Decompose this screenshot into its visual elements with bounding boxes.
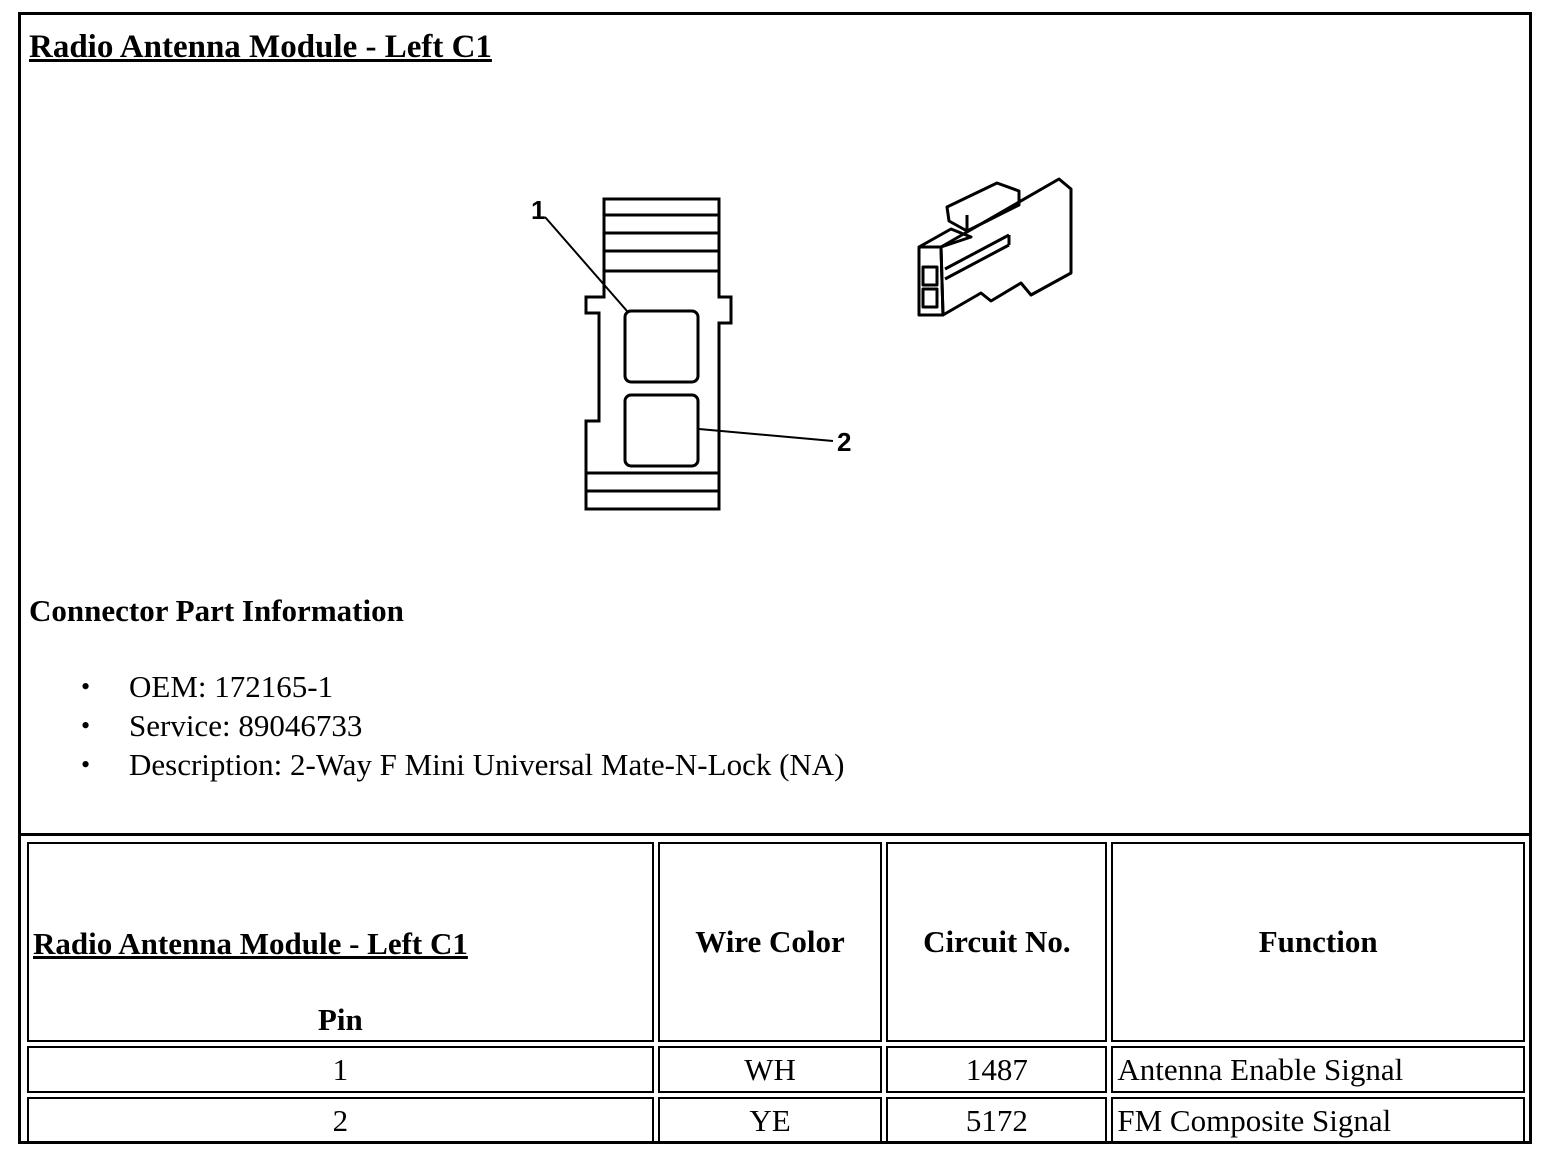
document-page: Radio Antenna Module - Left C1 (18, 12, 1532, 1144)
table-row: 2 YE 5172 FM Composite Signal (27, 1097, 1525, 1144)
circuit-no-cell: 5172 (886, 1097, 1108, 1144)
function-cell: Antenna Enable Signal (1111, 1046, 1525, 1093)
wire-color-cell: WH (657, 1046, 883, 1093)
function-cell: FM Composite Signal (1111, 1097, 1525, 1144)
oem-part-number: OEM: 172165-1 (81, 667, 845, 706)
connector-diagram: 1 2 (491, 155, 1091, 545)
wire-color-column-header: Wire Color (657, 842, 883, 1042)
callout-leaders (544, 216, 834, 442)
callout-1: 1 (531, 195, 545, 225)
table-row: 1 WH 1487 Antenna Enable Signal (27, 1046, 1525, 1093)
connector-info-section: Radio Antenna Module - Left C1 (21, 15, 1529, 836)
connector-front-view-icon (584, 197, 733, 511)
pin-out-table: Radio Antenna Module - Left C1 Pin Wire … (23, 838, 1529, 1148)
wire-color-cell: YE (657, 1097, 883, 1144)
pin-header-label: Pin (317, 1002, 363, 1037)
function-column-header: Function (1111, 842, 1525, 1042)
circuit-no-column-header: Circuit No. (886, 842, 1108, 1042)
connector-isometric-icon (917, 177, 1073, 317)
service-part-number: Service: 89046733 (81, 706, 845, 745)
pin-column-header: Radio Antenna Module - Left C1 Pin (27, 842, 654, 1042)
circuit-no-cell: 1487 (886, 1046, 1108, 1093)
callout-2: 2 (837, 427, 851, 457)
connector-part-info-list: OEM: 172165-1 Service: 89046733 Descript… (81, 667, 845, 784)
pin-cell: 1 (27, 1046, 654, 1093)
connector-part-info-heading: Connector Part Information (29, 593, 404, 628)
page-title: Radio Antenna Module - Left C1 (29, 29, 492, 65)
table-header-row: Radio Antenna Module - Left C1 Pin Wire … (27, 842, 1525, 1042)
pin-header-title: Radio Antenna Module - Left C1 (33, 926, 468, 961)
pin-cell: 2 (27, 1097, 654, 1144)
connector-description: Description: 2-Way F Mini Universal Mate… (81, 745, 845, 784)
